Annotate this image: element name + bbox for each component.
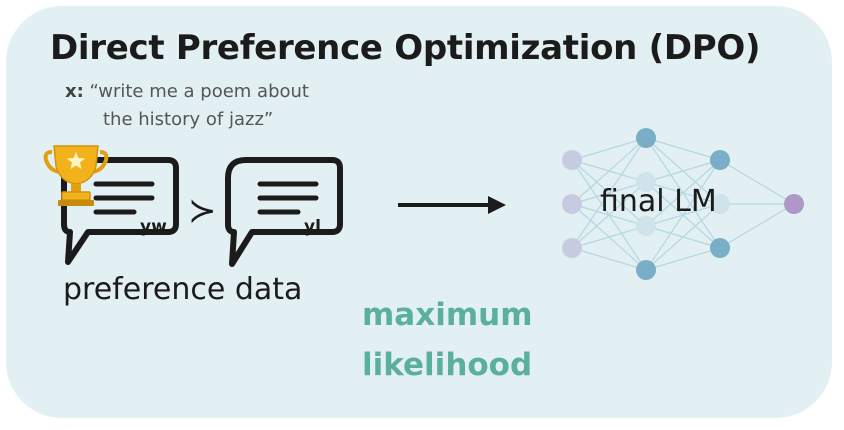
method-line-2: likelihood: [362, 347, 533, 383]
speech-bubble-icon: yl: [225, 157, 343, 267]
preference-comparator: ≻: [188, 191, 217, 231]
neural-network-icon: [562, 128, 804, 280]
trophy-icon: [43, 145, 109, 206]
arrow-icon: [398, 196, 506, 214]
loser-label: yl: [304, 217, 321, 237]
maximum-likelihood-label: maximum likelihood: [362, 290, 533, 390]
prompt-example: x: “write me a poem about the history of…: [65, 78, 309, 134]
prompt-line-2: the history of jazz”: [103, 109, 274, 130]
final-lm-label: final LM: [600, 184, 717, 219]
preference-data-caption: preference data: [63, 272, 303, 307]
diagram-title: Direct Preference Optimization (DPO): [50, 28, 761, 68]
method-line-1: maximum: [362, 297, 533, 333]
prompt-prefix: x:: [65, 81, 84, 102]
winner-label: yw: [140, 217, 167, 237]
prompt-line-1: “write me a poem about: [89, 81, 309, 102]
